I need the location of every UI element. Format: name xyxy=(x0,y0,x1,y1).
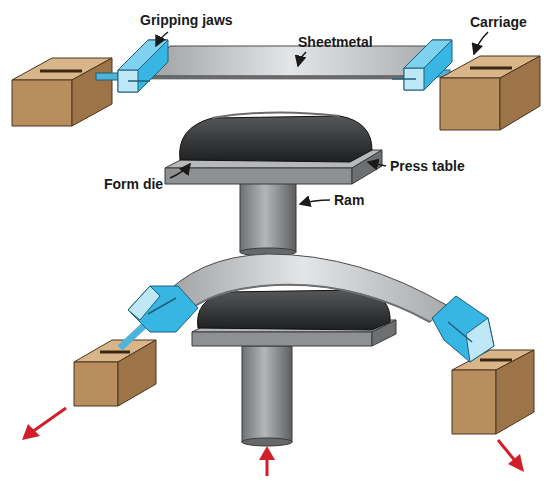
leader-lines xyxy=(156,32,488,204)
part-label: Gripping jaws xyxy=(140,12,233,28)
form-die xyxy=(198,290,391,330)
part-label: Carriage xyxy=(470,14,527,30)
form-die xyxy=(180,112,372,162)
ram xyxy=(242,346,292,446)
carriage xyxy=(452,348,534,434)
gripping-jaw xyxy=(392,40,452,90)
part-label: Form die xyxy=(104,176,163,192)
gripping-jaw xyxy=(118,40,168,92)
sheetmetal xyxy=(140,46,440,79)
gripping-jaw xyxy=(432,296,494,362)
motion-arrows xyxy=(22,408,524,476)
carriage xyxy=(72,320,176,406)
ram xyxy=(240,182,296,256)
part-label: Sheetmetal xyxy=(298,34,373,50)
gripping-jaw xyxy=(128,286,198,332)
part-label: Ram xyxy=(334,192,364,208)
sheetmetal xyxy=(158,254,448,322)
carriage xyxy=(12,58,126,126)
part-label: Press table xyxy=(390,158,465,174)
